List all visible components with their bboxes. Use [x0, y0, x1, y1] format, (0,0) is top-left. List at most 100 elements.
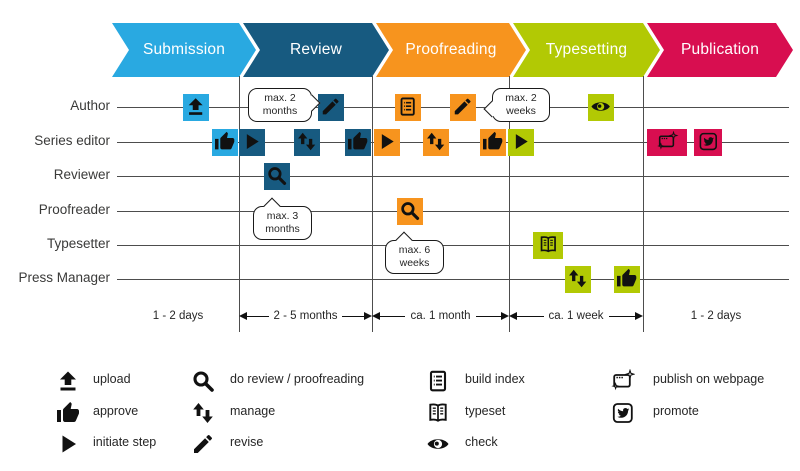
event-upload [183, 93, 209, 121]
legend-icon-check-icon [424, 430, 451, 457]
actor-timeline [117, 141, 789, 143]
event-approve [480, 128, 506, 156]
build-index-icon [429, 370, 446, 391]
duration-segment: 2 - 5 months [239, 308, 373, 324]
approve-icon [56, 401, 79, 422]
event-approve [212, 128, 238, 156]
duration-segment: ca. 1 month [372, 308, 509, 324]
legend-icon-do-review-icon [189, 367, 216, 394]
duration-line [475, 315, 501, 317]
initiate-step-icon [516, 134, 529, 150]
phase-chevron-publication: Publication [647, 23, 793, 77]
duration-label: 1 - 2 days [690, 310, 742, 322]
phase-boundary-line [643, 76, 644, 332]
callout-tail [483, 100, 501, 118]
legend-label: do review / proofreading [230, 372, 365, 386]
phase-label: Review [289, 41, 343, 58]
event-manage [423, 128, 449, 156]
event-approve [345, 128, 371, 156]
actor-label: Press Manager [18, 270, 110, 285]
legend-icon-upload-icon [54, 367, 81, 394]
duration-arrow-left [239, 312, 247, 320]
duration-segment: 1 - 2 days [117, 308, 239, 324]
event-revise [318, 93, 344, 121]
event-publish-on-webpage [647, 128, 687, 156]
callout-text: max. 6 [398, 244, 431, 257]
build-index-icon [400, 98, 416, 117]
legend-label: initiate step [93, 435, 157, 449]
legend-icon-typeset-icon [424, 399, 451, 426]
legend-icon-approve-icon [54, 399, 81, 426]
legend-label: build index [465, 372, 525, 386]
check-icon [427, 438, 448, 449]
legend-label: approve [93, 404, 139, 418]
duration-line [608, 315, 636, 317]
manage-icon [569, 270, 587, 288]
phase-boundary-line [372, 76, 373, 332]
event-typeset [533, 231, 563, 259]
legend-label: check [465, 435, 498, 449]
callout-text: months [262, 105, 298, 117]
legend-label: upload [93, 372, 131, 386]
manage-icon [298, 133, 316, 151]
callout-text: months [265, 223, 300, 235]
callout-text: max. 3 [266, 210, 299, 223]
phase-chevron-typesetting: Typesetting [513, 23, 660, 77]
duration-label: ca. 1 week [548, 310, 604, 322]
approve-icon [483, 132, 503, 150]
callout-text: weeks [506, 105, 536, 117]
duration-line [380, 315, 406, 317]
legend-icon-promote-icon [609, 399, 636, 426]
event-build-index [395, 93, 421, 121]
phase-chevron-submission: Submission [112, 23, 256, 77]
approve-icon [215, 132, 235, 150]
event-promote [694, 128, 722, 156]
duration-line [247, 315, 269, 317]
publish-webpage-icon [610, 368, 635, 390]
legend-icon-revise-icon [189, 430, 216, 457]
duration-segment: ca. 1 week [509, 308, 644, 324]
legend-icon-build-index-icon [424, 367, 451, 394]
actor-label: Proofreader [38, 202, 110, 217]
check-icon [591, 102, 611, 112]
legend-icon-initiate-step-icon [54, 430, 81, 457]
callout-text: weeks [399, 257, 430, 269]
duration-arrow-left [372, 312, 380, 320]
phase-label: Publication [680, 41, 760, 58]
duration-label: 2 - 5 months [273, 310, 338, 322]
phase-boundary-line [239, 76, 240, 332]
initiate-step-icon [62, 435, 76, 452]
callout-text: max. 2 [505, 92, 537, 105]
event-revise [450, 93, 476, 121]
actor-label: Author [70, 98, 110, 113]
upload-icon [188, 98, 204, 116]
callout-text: max. 2 [264, 92, 296, 105]
event-initiate-step [508, 128, 534, 156]
do-review-icon [192, 370, 214, 392]
legend-icon-publish-webpage-icon [609, 367, 636, 394]
event-do-review [264, 162, 290, 190]
duration-label: ca. 1 month [410, 310, 471, 322]
phase-boundary-line [509, 76, 510, 332]
event-initiate-step [374, 128, 400, 156]
phase-chevron-proofreading: Proofreading [376, 23, 526, 77]
event-do-proofreading [397, 197, 423, 225]
actor-label: Typesetter [46, 236, 110, 251]
initiate-step-icon [247, 134, 260, 150]
event-check [588, 93, 614, 121]
legend-label: typeset [465, 404, 506, 418]
legend-icon-manage-icon [189, 399, 216, 426]
legend-label: publish on webpage [653, 372, 765, 386]
phase-label: Submission [142, 41, 226, 58]
upload-icon [59, 371, 76, 390]
approve-icon [617, 269, 637, 287]
duration-line [342, 315, 365, 317]
event-approve [614, 265, 640, 293]
event-initiate-step [239, 128, 265, 156]
duration-arrow-left [509, 312, 517, 320]
promote-icon [699, 133, 717, 151]
